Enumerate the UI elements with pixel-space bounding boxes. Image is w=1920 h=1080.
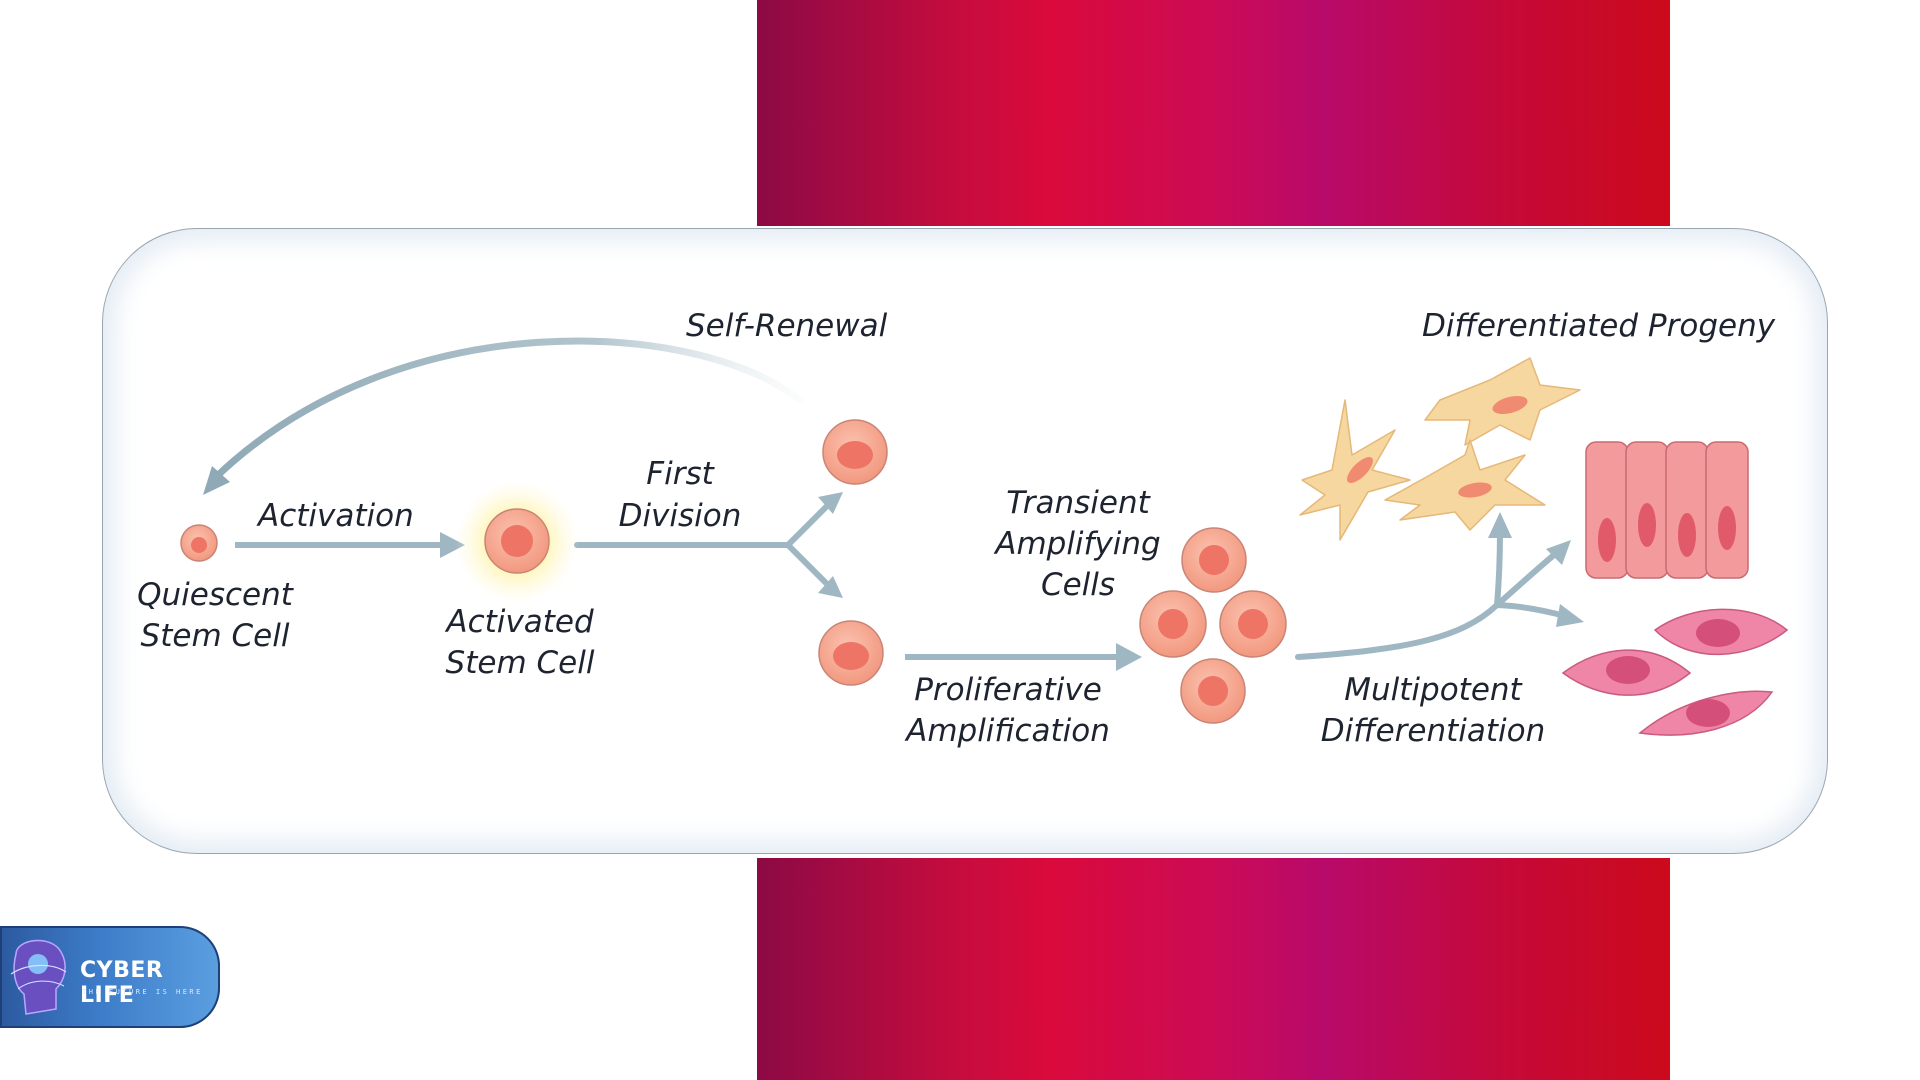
activated-stem-cell — [455, 480, 579, 604]
fibroblast-cell-1 — [1299, 399, 1411, 541]
transient-label-3: Cells — [1041, 567, 1115, 603]
division-arrowhead-down — [818, 576, 843, 598]
activated-label-2: Stem Cell — [446, 645, 595, 681]
first-division-arrow — [574, 500, 833, 590]
proliferative-label-1: Proliferative — [914, 672, 1102, 708]
decorative-band-top — [757, 0, 1670, 226]
self-renewal-label: Self-Renewal — [686, 308, 888, 344]
first-division-label-1: First — [646, 456, 715, 492]
division-arrowhead-up — [818, 492, 843, 514]
diff-arrowhead-right-up — [1546, 540, 1571, 565]
activation-label: Activation — [256, 498, 414, 534]
activated-label-1: Activated — [444, 604, 594, 640]
activation-arrowhead — [440, 532, 465, 558]
cyber-life-logo: CYBER LIFE THE FUTURE IS HERE — [0, 926, 220, 1028]
self-renewal-arrowhead — [203, 466, 230, 495]
transient-label-1: Transient — [1006, 485, 1151, 521]
proliferative-arrowhead — [1116, 643, 1142, 671]
daughter-cell-top — [822, 419, 888, 485]
transient-cell-2 — [1139, 590, 1207, 658]
transient-cell-4 — [1180, 658, 1246, 724]
self-renewal-arrow — [211, 337, 804, 482]
multipotent-label-1: Multipotent — [1344, 672, 1523, 708]
quiescent-stem-cell — [180, 524, 218, 562]
quiescent-label-2: Stem Cell — [141, 618, 290, 654]
robot-head-icon — [10, 939, 67, 1015]
transient-cell-1 — [1181, 527, 1247, 593]
proliferative-label-2: Amplification — [904, 713, 1110, 749]
diff-arrowhead-right — [1556, 604, 1584, 627]
epithelial-cells — [1585, 441, 1749, 579]
fibroblast-cell-2 — [1424, 357, 1581, 446]
daughter-cell-bottom — [818, 620, 884, 686]
diff-arrowhead-up — [1488, 512, 1512, 538]
transient-label-2: Amplifying — [993, 526, 1161, 562]
first-division-label-2: Division — [619, 498, 742, 534]
quiescent-label-1: Quiescent — [137, 577, 295, 613]
pink-cell-2 — [1561, 649, 1692, 696]
differentiated-progeny-label: Differentiated Progeny — [1422, 308, 1776, 344]
decorative-band-bottom — [757, 858, 1670, 1080]
logo-tagline: THE FUTURE IS HERE — [82, 988, 203, 996]
differentiation-arrow — [1295, 527, 1568, 660]
transient-cell-3 — [1219, 590, 1287, 658]
multipotent-label-2: Differentiation — [1321, 713, 1546, 749]
fibroblast-cell-3 — [1384, 439, 1546, 531]
pink-cell-1 — [1653, 608, 1789, 656]
logo-title: CYBER LIFE — [80, 958, 164, 1008]
pink-cell-3 — [1638, 690, 1774, 736]
diagram-panel — [102, 228, 1828, 854]
